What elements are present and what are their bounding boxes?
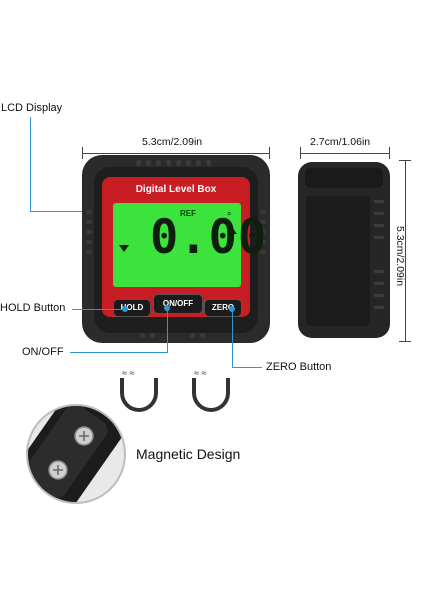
side-rib — [374, 224, 384, 227]
magnet-pole-mark: ≈ ≈ — [194, 368, 207, 378]
height-tick-top — [399, 160, 411, 161]
vent-slot — [86, 230, 92, 234]
on-off-button[interactable]: ON/OFF — [153, 294, 203, 314]
magnet-closeup — [26, 404, 126, 504]
magnet-closeup-art — [28, 406, 124, 502]
side-rib — [374, 212, 384, 215]
on-off-callout-line-h — [70, 352, 168, 353]
vent-slot — [176, 160, 181, 166]
magnetic-design-label: Magnetic Design — [136, 446, 241, 462]
vent-slot — [86, 210, 92, 214]
vent-slot — [206, 160, 211, 166]
side-rib — [374, 270, 384, 273]
degree-indicator: ° — [227, 211, 232, 223]
front-width-tick-right — [269, 147, 270, 159]
vent-slot — [260, 230, 266, 234]
side-center-panel — [306, 196, 370, 326]
vent-slot — [260, 220, 266, 224]
vent-slot — [260, 250, 266, 254]
on-off-label: ON/OFF — [22, 346, 64, 358]
vent-slot — [86, 240, 92, 244]
side-rib — [374, 306, 384, 309]
zero-button[interactable]: ZERO — [204, 299, 242, 317]
zero-button-label: ZERO Button — [266, 361, 332, 373]
hold-button-label: HOLD Button — [0, 302, 66, 314]
lcd-display-label: LCD Display — [1, 102, 63, 114]
front-width-tick-left — [82, 147, 83, 159]
vent-slot — [156, 160, 161, 166]
hold-button[interactable]: HOLD — [113, 299, 151, 317]
side-width-tick-right — [389, 147, 390, 159]
height-line — [405, 160, 406, 342]
side-rib — [374, 282, 384, 285]
side-rib — [374, 200, 384, 203]
vent-slot — [260, 210, 266, 214]
vent-slot — [190, 333, 195, 338]
angle-reading: 0.00 — [150, 210, 268, 265]
vent-slot — [200, 333, 205, 338]
front-width-line — [82, 153, 270, 154]
zero-callout-line-v — [232, 309, 233, 367]
on-off-callout-dot — [164, 305, 170, 311]
height-tick-bottom — [399, 341, 411, 342]
lcd-screen — [113, 203, 241, 287]
magnet-icon — [120, 378, 158, 412]
side-rib — [374, 294, 384, 297]
lcd-callout-line-v — [30, 117, 31, 211]
arrow-up-icon — [227, 227, 237, 234]
vent-slot — [150, 333, 155, 338]
vent-slot — [136, 160, 141, 166]
hold-callout-dot — [122, 306, 128, 312]
ref-indicator: REF — [180, 209, 196, 218]
front-width-dimension: 5.3cm/2.09in — [142, 136, 203, 148]
vent-slot — [166, 160, 171, 166]
zero-callout-line-h — [232, 367, 262, 368]
height-dimension: 5.3cm/2.09in — [394, 225, 407, 287]
arrow-down-icon — [119, 245, 129, 252]
magnet-pole-mark: ≈ ≈ — [122, 368, 135, 378]
side-rib — [374, 236, 384, 239]
side-width-dimension: 2.7cm/1.06in — [310, 136, 371, 148]
device-brand: Digital Level Box — [135, 184, 217, 195]
vent-slot — [86, 220, 92, 224]
vent-slot — [86, 250, 92, 254]
magnet-icon — [192, 378, 230, 412]
side-width-tick-left — [300, 147, 301, 159]
vent-slot — [260, 240, 266, 244]
side-top-panel — [305, 168, 383, 188]
on-off-callout-line-v — [167, 308, 168, 353]
vent-slot — [196, 160, 201, 166]
vent-slot — [140, 333, 145, 338]
vent-slot — [146, 160, 151, 166]
vent-slot — [186, 160, 191, 166]
side-width-line — [300, 153, 390, 154]
hold-callout-line — [72, 309, 124, 310]
